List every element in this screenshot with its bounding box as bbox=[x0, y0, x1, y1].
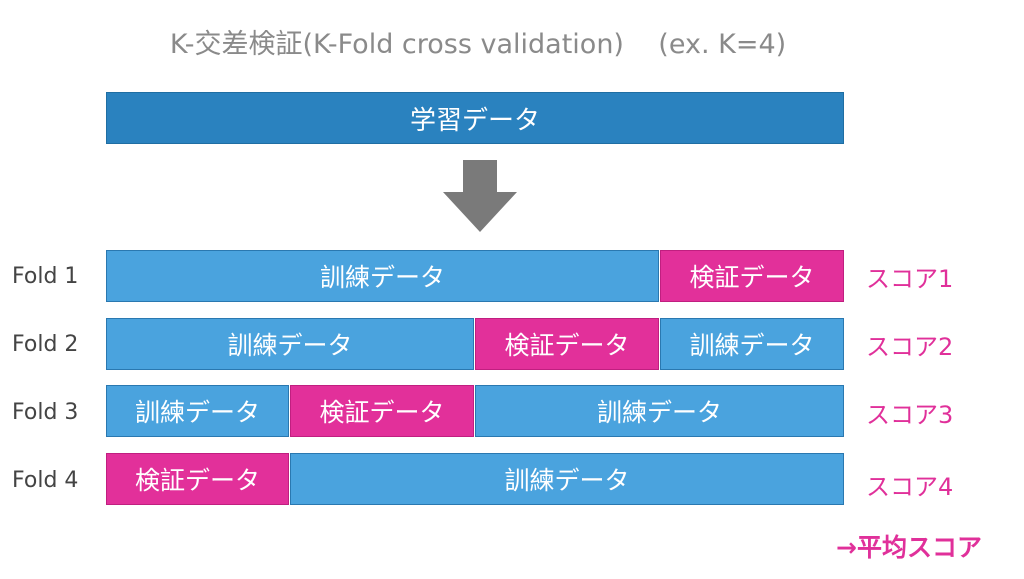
fold-1-label: Fold 1 bbox=[12, 264, 79, 289]
fold-3-train-segment-2: 訓練データ bbox=[475, 385, 844, 437]
training-data-bar: 学習データ bbox=[106, 92, 844, 144]
segment-label: 訓練データ bbox=[227, 331, 353, 360]
fold-2-validation-segment: 検証データ bbox=[475, 318, 659, 370]
segment-label: 検証データ bbox=[319, 398, 445, 427]
segment-label: 訓練データ bbox=[689, 331, 815, 360]
fold-1-validation-segment: 検証データ bbox=[660, 250, 844, 302]
down-arrow-icon bbox=[443, 160, 517, 232]
fold-4-label: Fold 4 bbox=[12, 468, 79, 493]
fold-3-score: スコア3 bbox=[866, 401, 954, 429]
fold-2-train-segment-1: 訓練データ bbox=[106, 318, 474, 370]
segment-label: 訓練データ bbox=[596, 398, 722, 427]
segment-label: 検証データ bbox=[134, 466, 260, 495]
fold-3-train-segment-1: 訓練データ bbox=[106, 385, 289, 437]
fold-2-label: Fold 2 bbox=[12, 332, 79, 357]
fold-1-score: スコア1 bbox=[866, 265, 954, 293]
fold-2-train-segment-2: 訓練データ bbox=[660, 318, 844, 370]
fold-1-train-segment: 訓練データ bbox=[106, 250, 659, 302]
segment-label: 検証データ bbox=[504, 331, 630, 360]
fold-4-score: スコア4 bbox=[866, 473, 954, 501]
diagram-title: K-交差検証(K-Fold cross validation) (ex. K=4… bbox=[169, 29, 787, 60]
fold-3-validation-segment: 検証データ bbox=[290, 385, 474, 437]
segment-label: 訓練データ bbox=[504, 466, 630, 495]
segment-label: 訓練データ bbox=[134, 398, 260, 427]
segment-label: 訓練データ bbox=[319, 263, 445, 292]
fold-4-train-segment: 訓練データ bbox=[290, 453, 844, 505]
fold-4-validation-segment: 検証データ bbox=[106, 453, 289, 505]
segment-label: 検証データ bbox=[689, 263, 815, 292]
fold-3-label: Fold 3 bbox=[12, 400, 79, 425]
average-score-label: →平均スコア bbox=[836, 533, 982, 562]
fold-2-score: スコア2 bbox=[866, 333, 954, 361]
training-data-label: 学習データ bbox=[409, 105, 540, 136]
